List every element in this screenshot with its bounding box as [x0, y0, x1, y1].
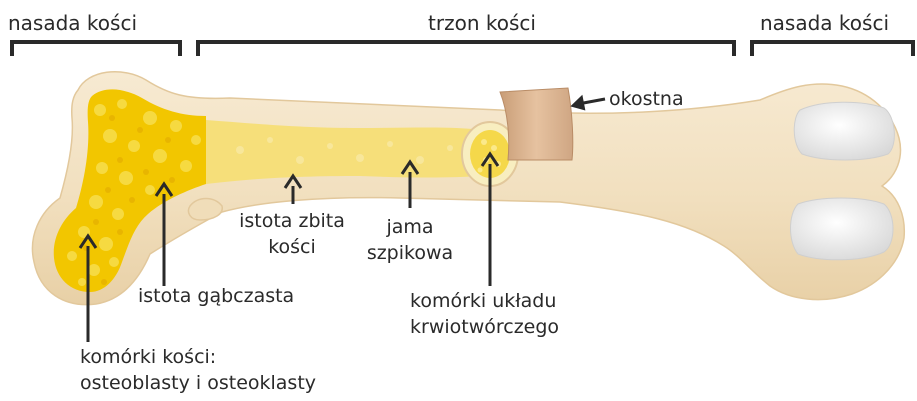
label-spongy-bone: istota gąbczasta [138, 285, 294, 307]
label-medullary-cavity-line2: szpikowa [340, 242, 480, 264]
medullary-cavity [206, 120, 482, 184]
header-bracket-center [198, 42, 734, 56]
label-periosteum: okostna [609, 88, 684, 110]
label-bone-cells-line2: osteoblasty i osteoklasty [80, 372, 316, 394]
arrow-periosteum [569, 95, 605, 113]
header-bracket-right [752, 42, 913, 56]
cartilage-cap-lower [791, 198, 894, 260]
cartilage-cap-upper [794, 102, 894, 160]
label-bone-cells-line1: komórki kości: [80, 346, 216, 368]
periosteum-flap [500, 88, 573, 160]
header-bracket-left [12, 42, 180, 56]
header-epiphysis-left: nasada kości [8, 12, 137, 34]
header-diaphysis: trzon kości [382, 12, 582, 34]
label-marrow-cells-line1: komórki układu [410, 290, 556, 312]
label-medullary-cavity-line1: jama [340, 216, 480, 238]
header-epiphysis-right: nasada kości [760, 12, 889, 34]
label-marrow-cells-line2: krwiotwórczego [410, 316, 559, 338]
